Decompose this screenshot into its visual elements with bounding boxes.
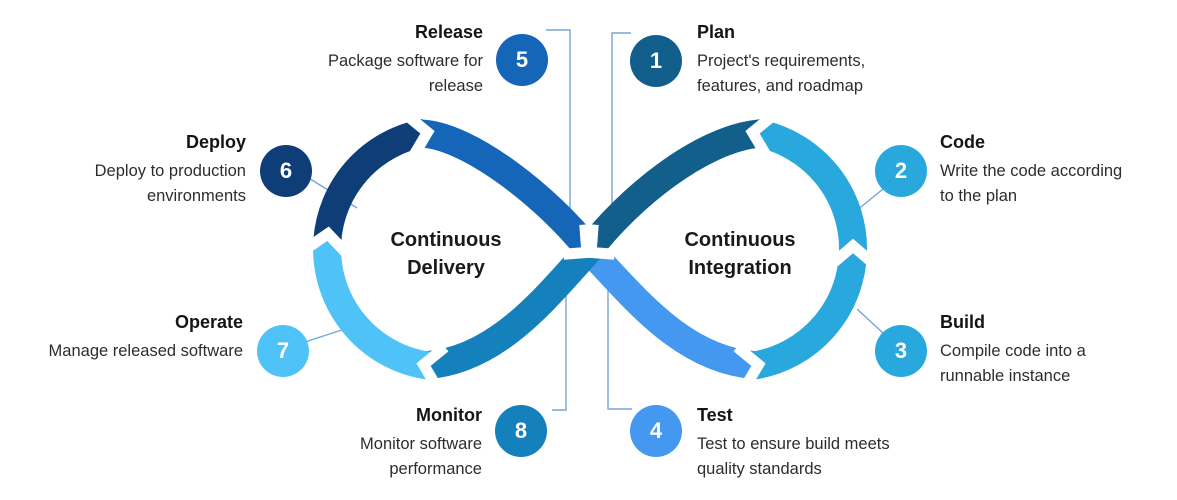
badge-test-number: 4 [649, 418, 663, 443]
loop-segment-build [752, 119, 868, 254]
badge-monitor: 8 [495, 405, 547, 457]
badge-operate-number: 7 [276, 338, 290, 363]
stage-monitor-desc-line1: Monitor software [360, 435, 482, 453]
stage-build-desc: Compile code into a runnable instance [940, 339, 1177, 389]
stage-test: Test Test to ensure build meets quality … [697, 403, 967, 482]
chevron-right-top [745, 110, 778, 159]
stage-test-title: Test [697, 405, 733, 425]
badge-operate: 7 [257, 325, 309, 377]
stage-release-desc-line1: Package software for [328, 52, 483, 70]
stage-deploy-desc-line1: Deploy to production [94, 162, 246, 180]
loop-segment-operate [313, 235, 433, 380]
loop-segment-test [576, 237, 758, 380]
stage-deploy-desc: Deploy to production environments [0, 159, 246, 209]
stage-operate-title: Operate [174, 312, 243, 332]
badge-plan-number: 1 [649, 48, 663, 73]
stage-release-title: Release [414, 22, 483, 42]
chevron-right-side [828, 238, 878, 269]
badge-build: 3 [875, 325, 927, 377]
connector-release [546, 29, 571, 233]
badge-code-number: 2 [894, 158, 908, 183]
badge-monitor-number: 8 [514, 418, 528, 443]
stage-monitor-desc: Monitor software performance [212, 432, 482, 482]
loop-segment-monitor [424, 237, 603, 380]
stage-plan: Plan Project's requirements, features, a… [697, 20, 967, 99]
stage-monitor-desc-line2: performance [389, 460, 482, 478]
loop-segment-release [419, 119, 601, 259]
chevron-left-top [402, 110, 435, 159]
stage-release: Release Package software for release [213, 20, 483, 99]
stage-code-desc: Write the code according to the plan [940, 159, 1177, 209]
left-loop-label-line2: Delivery [407, 257, 485, 279]
connector-code [855, 188, 884, 212]
stage-monitor-title: Monitor [416, 405, 482, 425]
stage-test-desc: Test to ensure build meets quality stand… [697, 432, 967, 482]
chevron-left-side [302, 226, 352, 258]
right-loop-label-line1: Continuous [684, 229, 796, 251]
connector-test [607, 264, 632, 410]
stage-code: Code Write the code according to the pla… [940, 130, 1177, 209]
stage-release-desc: Package software for release [213, 49, 483, 99]
stage-test-desc-line2: quality standards [697, 460, 822, 478]
loop-segment-plan [577, 119, 762, 259]
stage-build-desc-line1: Compile code into a [940, 342, 1086, 360]
chevron-right-bottom [733, 342, 766, 392]
loop-segments [313, 119, 868, 380]
stage-release-desc-line2: release [428, 77, 483, 95]
right-loop-label-line2: Integration [688, 257, 792, 279]
loop-segment-code [749, 248, 867, 380]
connector-monitor [552, 283, 567, 411]
badge-release: 5 [496, 34, 548, 86]
stage-code-desc-line1: Write the code according [940, 162, 1123, 180]
stage-build: Build Compile code into a runnable insta… [940, 310, 1177, 389]
stage-plan-desc: Project's requirements, features, and ro… [697, 49, 967, 99]
flow-chevrons [302, 110, 878, 392]
stage-deploy-desc-line2: environments [146, 187, 246, 205]
loop-segment-deploy [313, 119, 428, 243]
connector-build [856, 308, 884, 334]
badge-test: 4 [630, 405, 682, 457]
stage-operate: Operate Manage released software [0, 310, 243, 364]
stage-build-title: Build [940, 312, 985, 332]
badge-deploy: 6 [260, 145, 312, 197]
stage-plan-desc-line1: Project's requirements, [697, 52, 866, 70]
stage-operate-desc-line1: Manage released software [48, 342, 243, 360]
chevron-left-bottom [416, 342, 449, 392]
stage-deploy-title: Deploy [185, 132, 246, 152]
connector-plan [611, 32, 631, 223]
left-loop-label-line1: Continuous [390, 229, 502, 251]
badge-deploy-number: 6 [279, 158, 293, 183]
stage-plan-desc-line2: features, and roadmap [697, 77, 864, 95]
stage-code-desc-line2: to the plan [940, 187, 1018, 205]
stage-test-desc-line1: Test to ensure build meets [697, 435, 890, 453]
stage-plan-title: Plan [697, 22, 736, 42]
chevron-center-downleft [579, 224, 615, 260]
stage-operate-desc: Manage released software [0, 339, 243, 364]
right-loop-label: Continuous Integration [630, 226, 850, 282]
stage-monitor: Monitor Monitor software performance [212, 403, 482, 482]
badge-build-number: 3 [894, 338, 908, 363]
stage-deploy: Deploy Deploy to production environments [0, 130, 246, 209]
badge-release-number: 5 [515, 47, 529, 72]
badge-plan: 1 [630, 35, 682, 87]
stage-code-title: Code [940, 132, 985, 152]
badge-code: 2 [875, 145, 927, 197]
stage-build-desc-line2: runnable instance [940, 367, 1071, 385]
left-loop-label: Continuous Delivery [336, 226, 556, 282]
